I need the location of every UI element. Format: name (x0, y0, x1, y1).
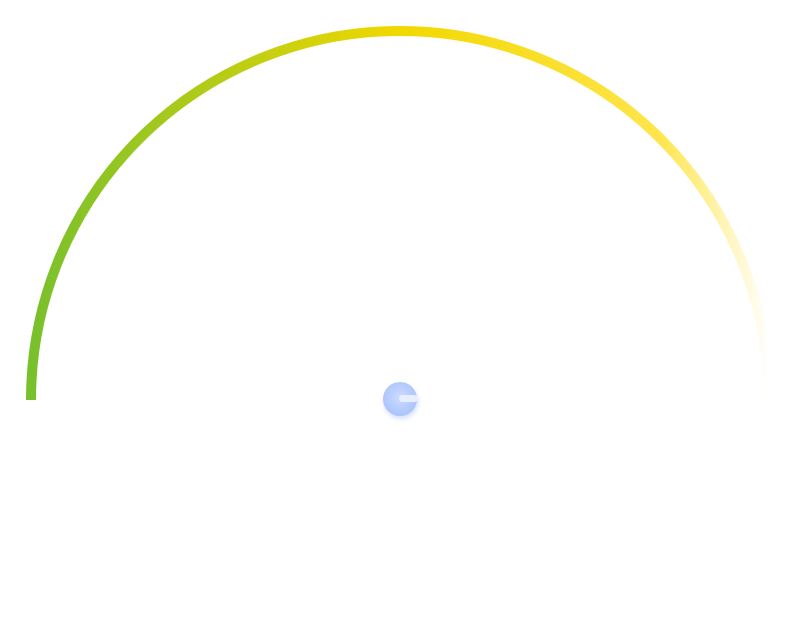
pointer-needle (399, 395, 418, 402)
gauge-arc (26, 26, 774, 401)
gauge-pointer (383, 382, 418, 416)
